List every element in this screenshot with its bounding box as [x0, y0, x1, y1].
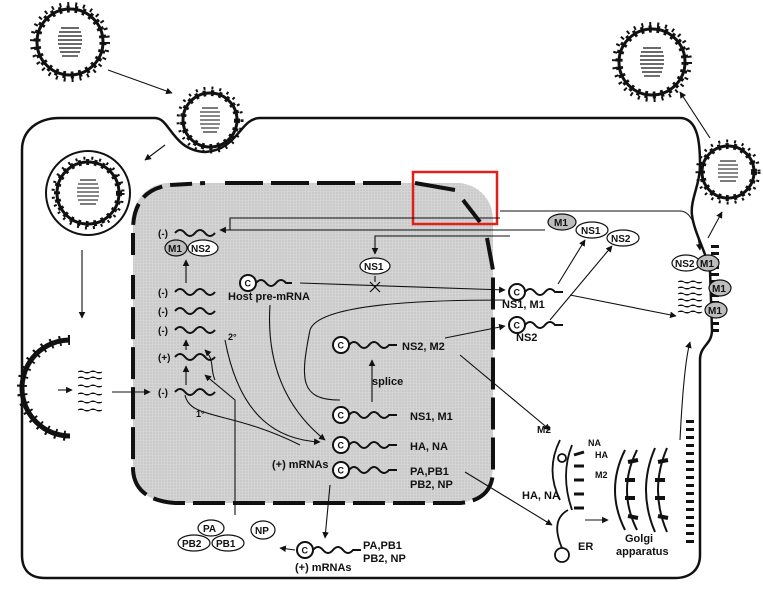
bud-m1-c-label: M1 [708, 306, 722, 317]
ns1-oval-label: NS1 [364, 262, 384, 273]
bud-m1-a-label: M1 [700, 259, 714, 270]
er-structure [551, 439, 585, 563]
uncoating-endosome [17, 335, 103, 441]
ns2-right-label: NS2 [516, 332, 537, 344]
pa-pb1-bottom-label: PA,PB1 [363, 540, 402, 552]
host-premrna-label: Host pre-mRNA [228, 291, 310, 303]
vrna-neg-3-label: (-) [158, 326, 168, 337]
pos-mrnas-bottom-label: (+) mRNAs [295, 562, 352, 574]
svg-text:C: C [338, 341, 345, 351]
golgi-label-2: apparatus [616, 546, 669, 558]
pos-mrnas-label: (+) mRNAs [272, 459, 329, 471]
pb2-np-label: PB2, NP [410, 479, 453, 491]
svg-text:C: C [245, 279, 252, 289]
primary-label: 1° [196, 409, 205, 419]
svg-text:C: C [338, 441, 345, 451]
svg-text:C: C [338, 411, 345, 421]
pb2-np-bottom-label: PB2, NP [363, 553, 406, 565]
ha-na-er-label: HA, NA [522, 490, 560, 502]
svg-text:C: C [302, 546, 309, 556]
bud-ns2-label: NS2 [675, 259, 695, 270]
vrna-neg-bottom-label: (-) [158, 388, 168, 399]
bud-m1-b-label: M1 [712, 284, 726, 295]
svg-text:C: C [514, 321, 521, 331]
highlight-box [411, 170, 499, 226]
svg-text:C: C [338, 466, 345, 476]
m1-top-label: M1 [554, 218, 568, 229]
golgi-structure [614, 447, 669, 533]
virion-budding [695, 139, 761, 205]
svg-text:C: C [514, 288, 521, 298]
vrna-pos-label: (+) [158, 353, 171, 364]
m2-er-label: M2 [537, 425, 551, 436]
golgi-label-1: Golgi [625, 533, 653, 545]
ha-er-label: HA [595, 450, 608, 460]
er-label: ER [578, 541, 593, 553]
pb2-label: PB2 [182, 539, 202, 550]
virion-top-left [30, 2, 110, 82]
m2-er2-label: M2 [595, 470, 608, 480]
ha-na-label: HA, NA [410, 441, 448, 453]
pa-pb1-label: PA,PB1 [410, 466, 449, 478]
vrna-neg-top-label: (-) [158, 229, 168, 240]
pa-label: PA [203, 524, 216, 535]
cap-letters: C C C C C C C C [245, 279, 521, 556]
ns1-m1-label: NS1, M1 [410, 411, 453, 423]
na-er-label: NA [588, 438, 601, 448]
vrna-neg-1-label: (-) [158, 288, 168, 299]
np-label: NP [255, 526, 269, 537]
vrna-strands [174, 229, 216, 396]
endosome-virion [45, 150, 131, 236]
vrna-neg-2-label: (-) [158, 307, 168, 318]
capped-mrnas [239, 274, 563, 559]
pb1-label: PB1 [216, 539, 236, 550]
flow-arrows [182, 210, 723, 553]
ns2-m2-label: NS2, M2 [402, 341, 445, 353]
ns2-top-label: NS2 [611, 234, 631, 245]
ns1-m1-right-label: NS1, M1 [502, 299, 545, 311]
ns2-oval-label: NS2 [191, 244, 211, 255]
splice-label: splice [372, 376, 403, 388]
ns1-top-label: NS1 [581, 226, 601, 237]
virion-attaching [176, 86, 244, 154]
secondary-label: 2° [228, 332, 237, 342]
virion-released [612, 22, 692, 102]
m1-oval-label: M1 [168, 244, 182, 255]
